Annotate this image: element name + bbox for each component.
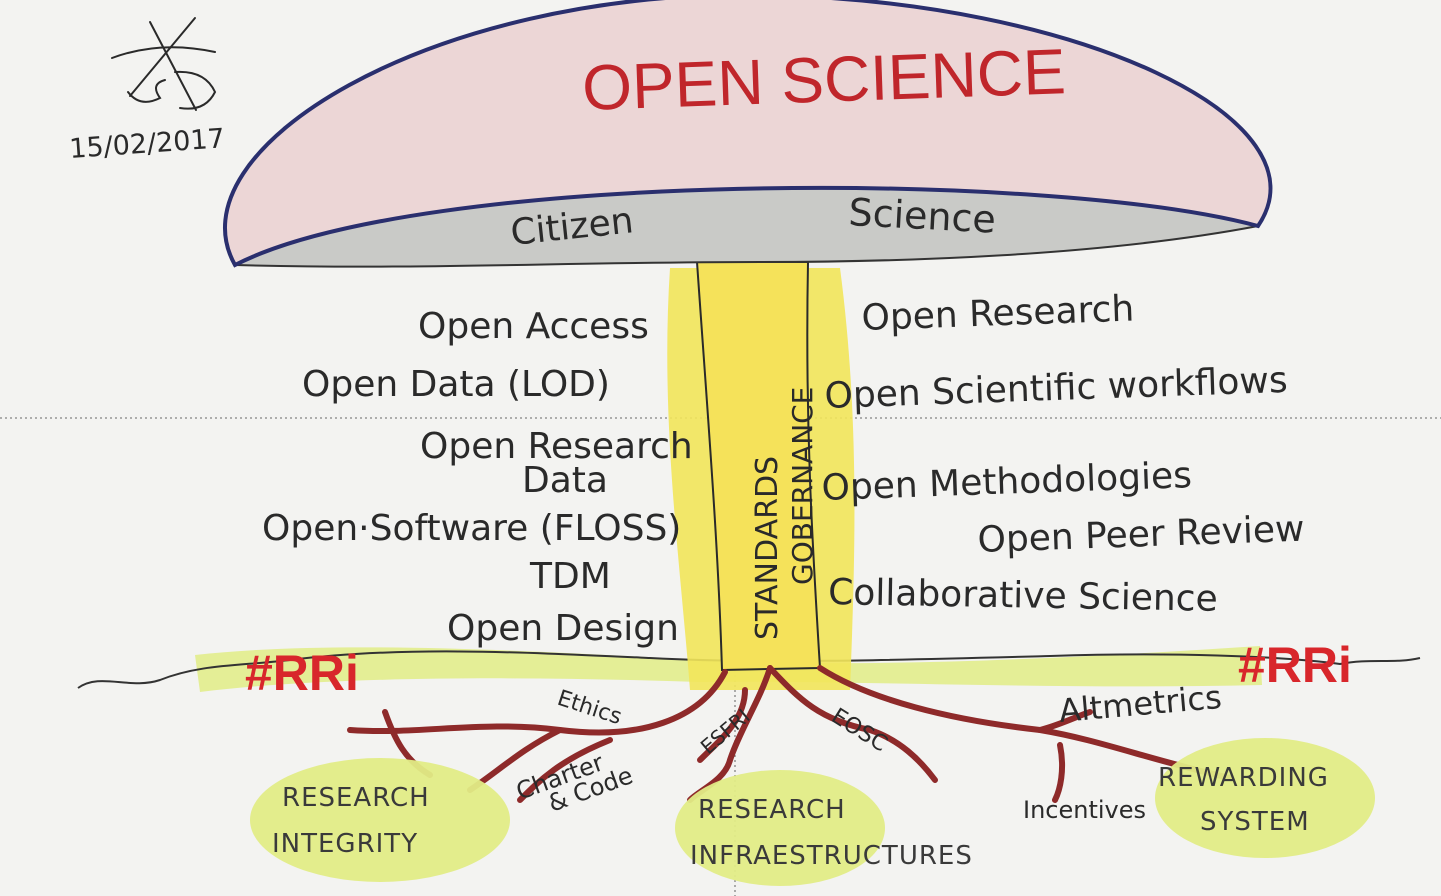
right-item-open-peer-review: Open Peer Review <box>977 509 1305 561</box>
right-item-open-research: Open Research <box>861 289 1135 339</box>
stem-standards: STANDARDS <box>750 456 785 640</box>
right-item-collaborative-science: Collaborative Science <box>828 572 1218 620</box>
left-item-tdm: TDM <box>529 556 611 597</box>
left-item-open-software: Open·Software (FLOSS) <box>262 508 681 549</box>
left-item-open-research: Open Research <box>420 426 693 467</box>
right-item-open-workflows: Open Scientific workflows <box>824 360 1288 417</box>
mushroom-cap <box>222 0 1273 268</box>
infra-highlight <box>675 770 885 886</box>
rri-tag-left: #RRi <box>245 645 359 701</box>
root-label-eosc: EOSC <box>827 704 892 757</box>
integrity-label-1: RESEARCH <box>282 783 430 813</box>
infra-label-1: RESEARCH <box>698 795 846 825</box>
root-label-ethics: Ethics <box>554 686 625 730</box>
left-item-data: Data <box>522 460 608 501</box>
signature-mark <box>111 17 217 111</box>
root-label-incentives: Incentives <box>1023 796 1146 824</box>
integrity-highlight <box>250 758 510 882</box>
infra-label-2: INFRAESTRUCTURES <box>690 841 973 871</box>
left-item-open-data: Open Data (LOD) <box>302 364 610 405</box>
cap-science: Science <box>848 190 997 242</box>
signature-date: 15/02/2017 <box>68 123 225 165</box>
reward-label-1: REWARDING <box>1158 763 1329 793</box>
left-item-open-design: Open Design <box>447 608 679 649</box>
reward-highlight <box>1155 738 1375 858</box>
left-item-open-access: Open Access <box>418 306 649 347</box>
integrity-label-2: INTEGRITY <box>272 829 418 859</box>
rri-tag-right: #RRi <box>1238 637 1352 693</box>
reward-label-2: SYSTEM <box>1200 807 1310 837</box>
stem-governance: GOBERNANCE <box>786 387 819 585</box>
cap-title: OPEN SCIENCE <box>581 35 1067 124</box>
root-label-esfri: ESFRI <box>696 704 755 759</box>
right-item-open-methodologies: Open Methodologies <box>821 455 1193 509</box>
